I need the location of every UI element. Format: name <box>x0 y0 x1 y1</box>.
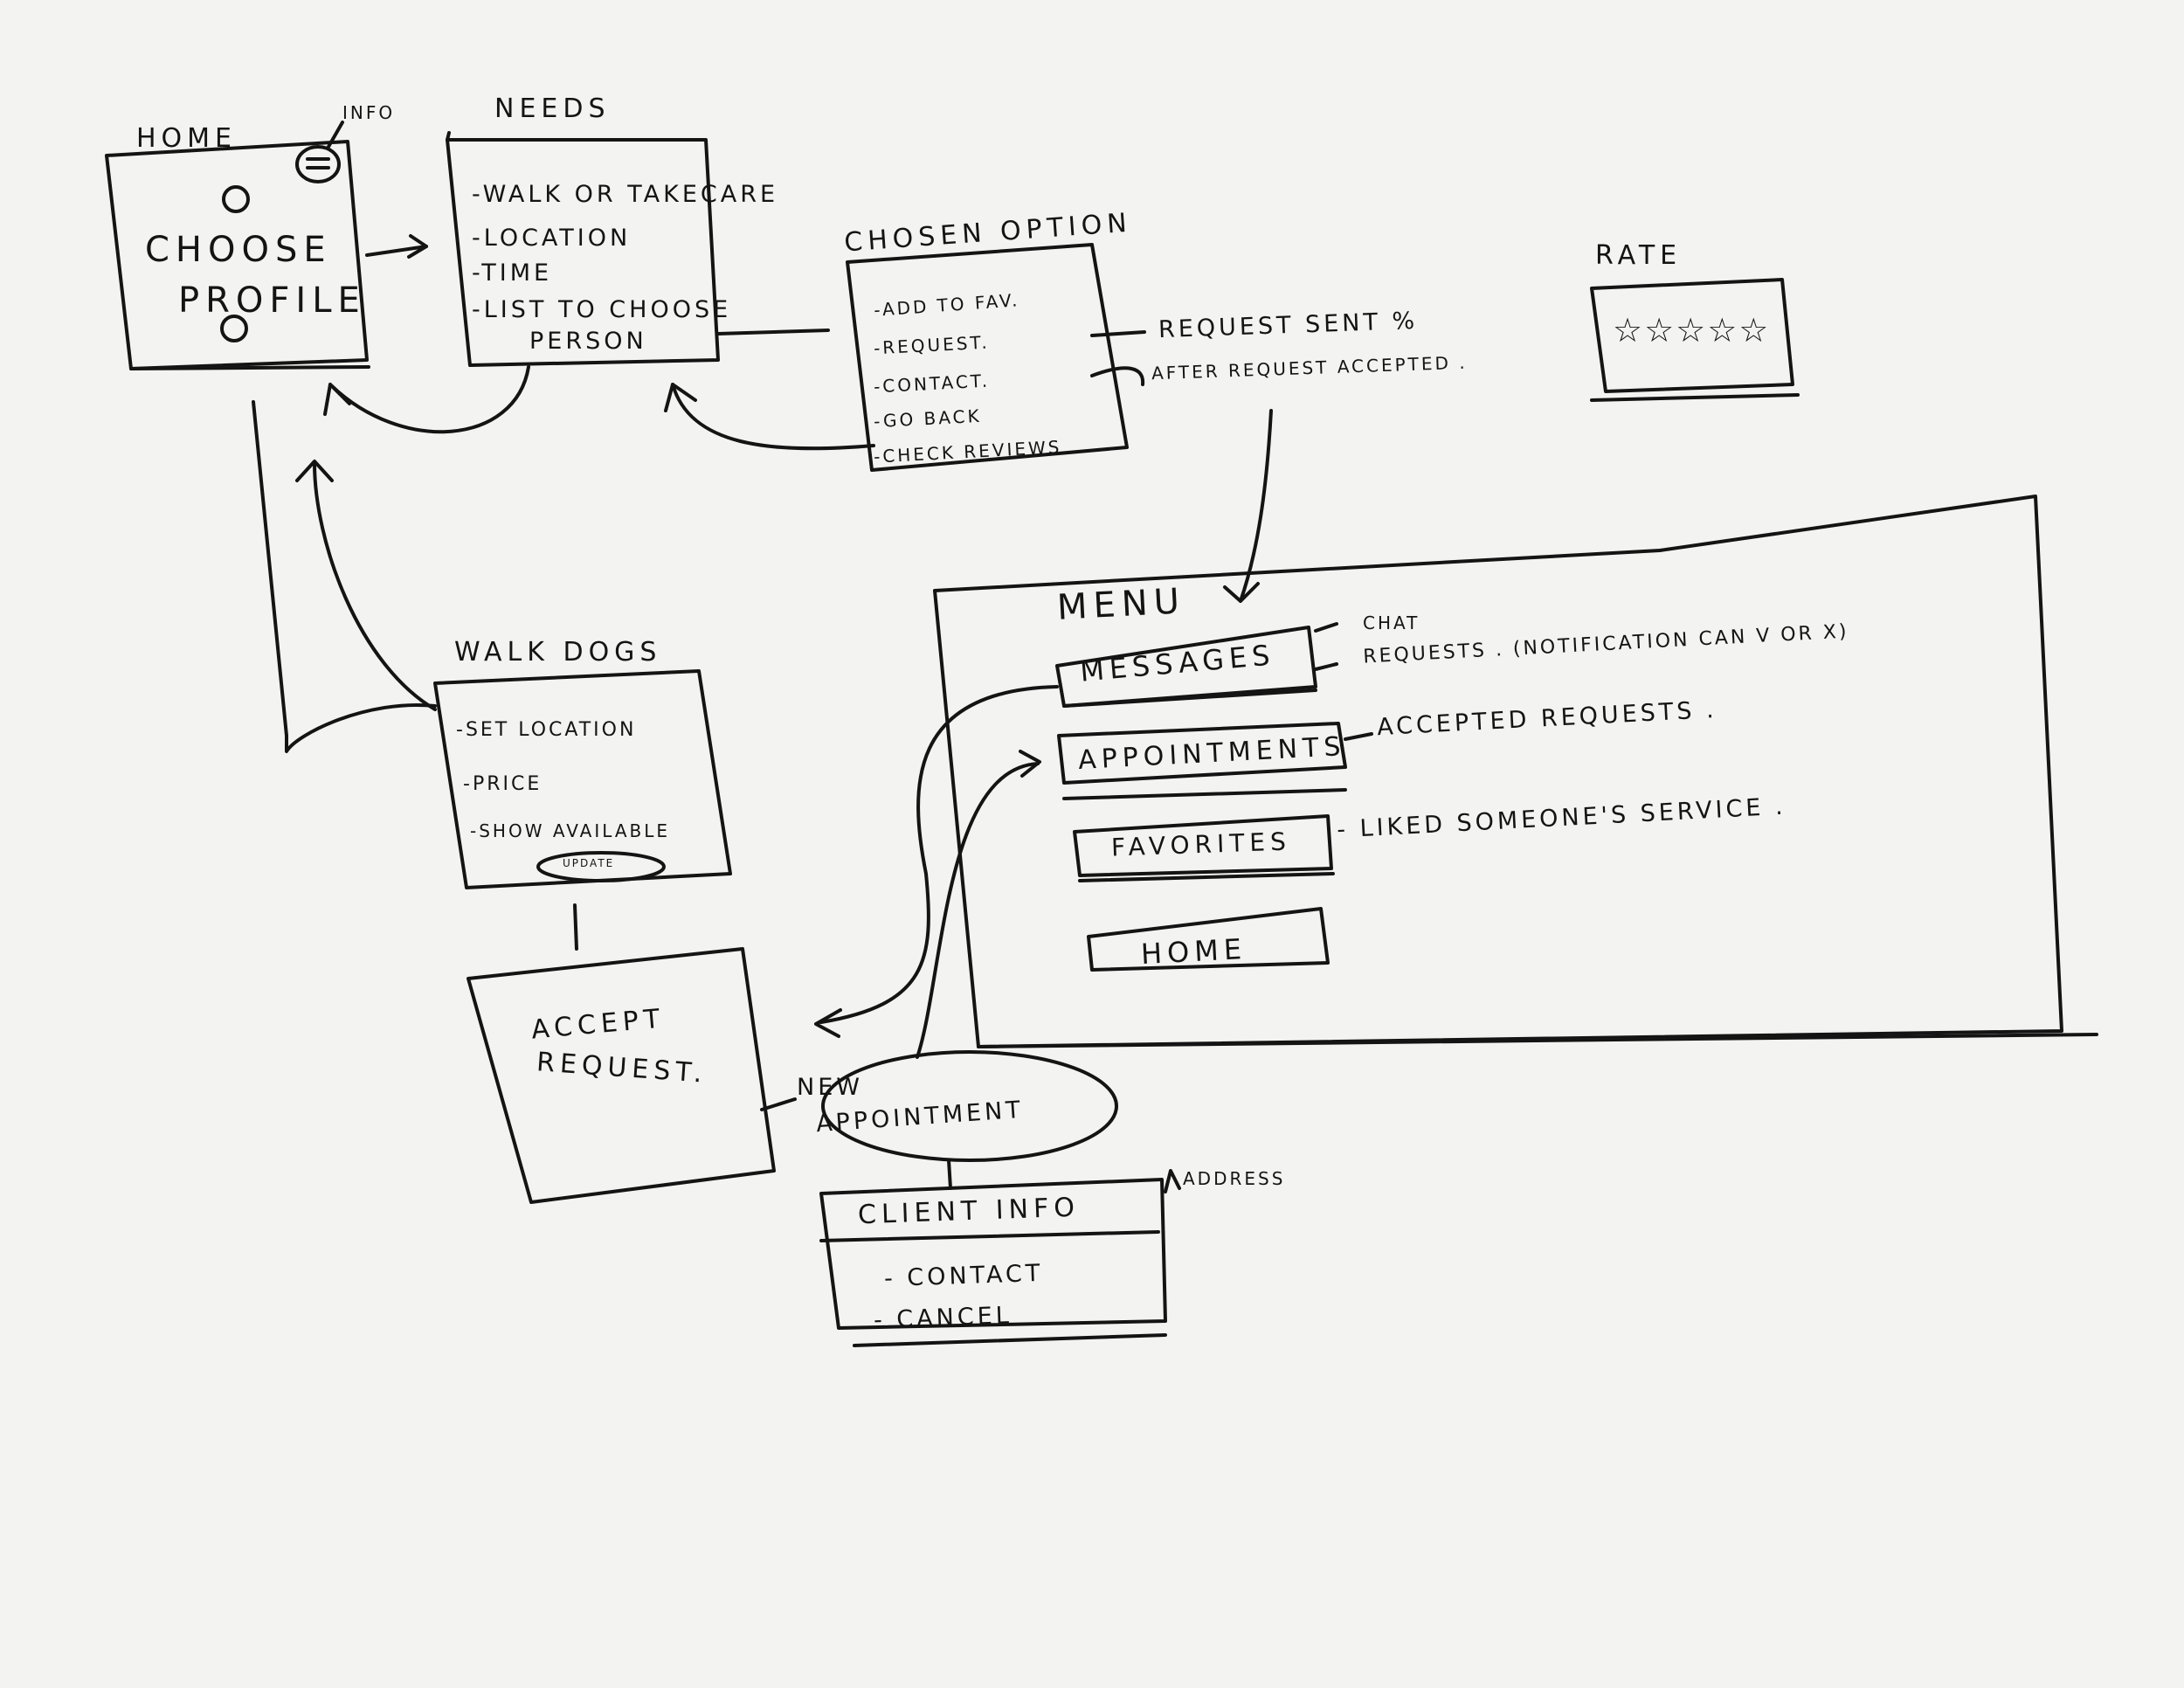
profile-icon-2 <box>220 315 248 342</box>
messages-button-frame <box>1055 626 1317 708</box>
update-button-outline <box>536 851 666 882</box>
arrow-home-to-needs <box>365 245 428 257</box>
choose-label: CHOOSE <box>145 230 332 270</box>
arrow-messages-to-accept <box>819 685 1059 1024</box>
walk-dogs-item-location: -SET LOCATION <box>456 719 637 741</box>
walk-dogs-item-available: -SHOW AVAILABLE <box>470 820 670 841</box>
arrow-messages-to-accept-head <box>814 1008 842 1038</box>
rate-frame-bottom <box>1590 393 1800 402</box>
arrow-newappt-to-appointments-head <box>1019 750 1041 778</box>
favorites-button-frame <box>1073 814 1333 877</box>
arrow-to-menu-head <box>1223 582 1260 603</box>
menu-frame-bottom <box>977 1033 2098 1048</box>
arrow-home-to-needs-head <box>407 234 428 259</box>
new-appointment-line-1: NEW <box>797 1074 863 1101</box>
link-walkdogs-to-accept <box>573 903 578 951</box>
address-branch <box>1164 1169 1181 1193</box>
accept-request-frame <box>467 947 776 1204</box>
appointments-button-frame <box>1057 722 1347 785</box>
menu-frame <box>933 495 2063 1048</box>
info-pointer <box>327 121 344 149</box>
needs-item-list: -LIST TO CHOOSE <box>472 296 732 323</box>
client-info-bottom <box>853 1333 1167 1347</box>
client-info-cancel[interactable]: - CANCEL <box>873 1302 1013 1334</box>
link-needs-to-chosen <box>716 329 830 336</box>
rate-screen-title: RATE <box>1595 240 1683 271</box>
address-note: ADDRESS <box>1183 1168 1286 1189</box>
needs-screen-title: NEEDS <box>494 93 611 124</box>
client-info-divider <box>819 1230 1160 1242</box>
arrow-walkdogs-to-home <box>252 400 437 753</box>
needs-item-walk: -WALK OR TAKECARE <box>472 181 779 208</box>
info-label: INFO <box>342 102 396 123</box>
client-info-contact[interactable]: - CONTACT <box>883 1259 1044 1293</box>
needs-frame-top-tick <box>446 131 451 142</box>
rating-stars: ☆☆☆☆☆ <box>1613 311 1771 349</box>
messages-branch <box>1314 622 1338 671</box>
appointments-button-bottom <box>1062 788 1347 800</box>
new-appointment-link <box>760 1097 797 1111</box>
favorites-button-bottom <box>1078 872 1335 882</box>
arrow-needs-back-to-home <box>328 365 530 434</box>
home-frame <box>105 140 369 370</box>
arrow-to-menu <box>1239 409 1273 603</box>
messages-button-bottom <box>1062 688 1317 708</box>
menu-screen-title: MENU <box>1055 581 1187 628</box>
arrow-needs-back-to-home-head <box>323 383 351 416</box>
arrow-walk-to-home-loop-head <box>295 460 334 482</box>
link-contact <box>1090 366 1145 386</box>
home-menu-button-frame <box>1087 907 1330 972</box>
rate-frame <box>1590 278 1794 393</box>
arrow-chosen-back-to-needs <box>671 383 875 451</box>
needs-item-time: -TIME <box>472 259 553 287</box>
home-screen-title: HOME <box>136 123 238 154</box>
chosen-frame <box>846 243 1129 472</box>
needs-item-location: -LOCATION <box>472 225 632 252</box>
new-appointment-outline <box>821 1050 1118 1162</box>
needs-frame <box>446 138 720 367</box>
client-info-frame <box>819 1178 1167 1330</box>
update-button[interactable]: UPDATE <box>563 857 615 869</box>
info-icon <box>295 145 341 183</box>
walk-dogs-item-price: -PRICE <box>463 773 543 795</box>
profile-icon-1 <box>222 185 250 213</box>
arrow-chosen-back-to-needs-head <box>664 383 697 412</box>
profile-label: PROFILE <box>178 280 366 321</box>
walk-dogs-frame <box>433 669 732 889</box>
link-request <box>1090 330 1146 337</box>
needs-item-person: PERSON <box>529 328 647 355</box>
chat-note: CHAT <box>1363 612 1420 633</box>
home-menu-button[interactable]: HOME <box>1140 931 1248 972</box>
arrow-walk-to-home-loop <box>313 461 437 711</box>
appointments-branch <box>1344 732 1373 741</box>
arrow-newappt-to-appointments <box>916 762 1040 1059</box>
walk-dogs-screen-title: WALK DOGS <box>454 637 662 668</box>
home-frame-bottom-line <box>129 365 370 370</box>
link-newappt-to-clientinfo <box>947 1159 952 1190</box>
